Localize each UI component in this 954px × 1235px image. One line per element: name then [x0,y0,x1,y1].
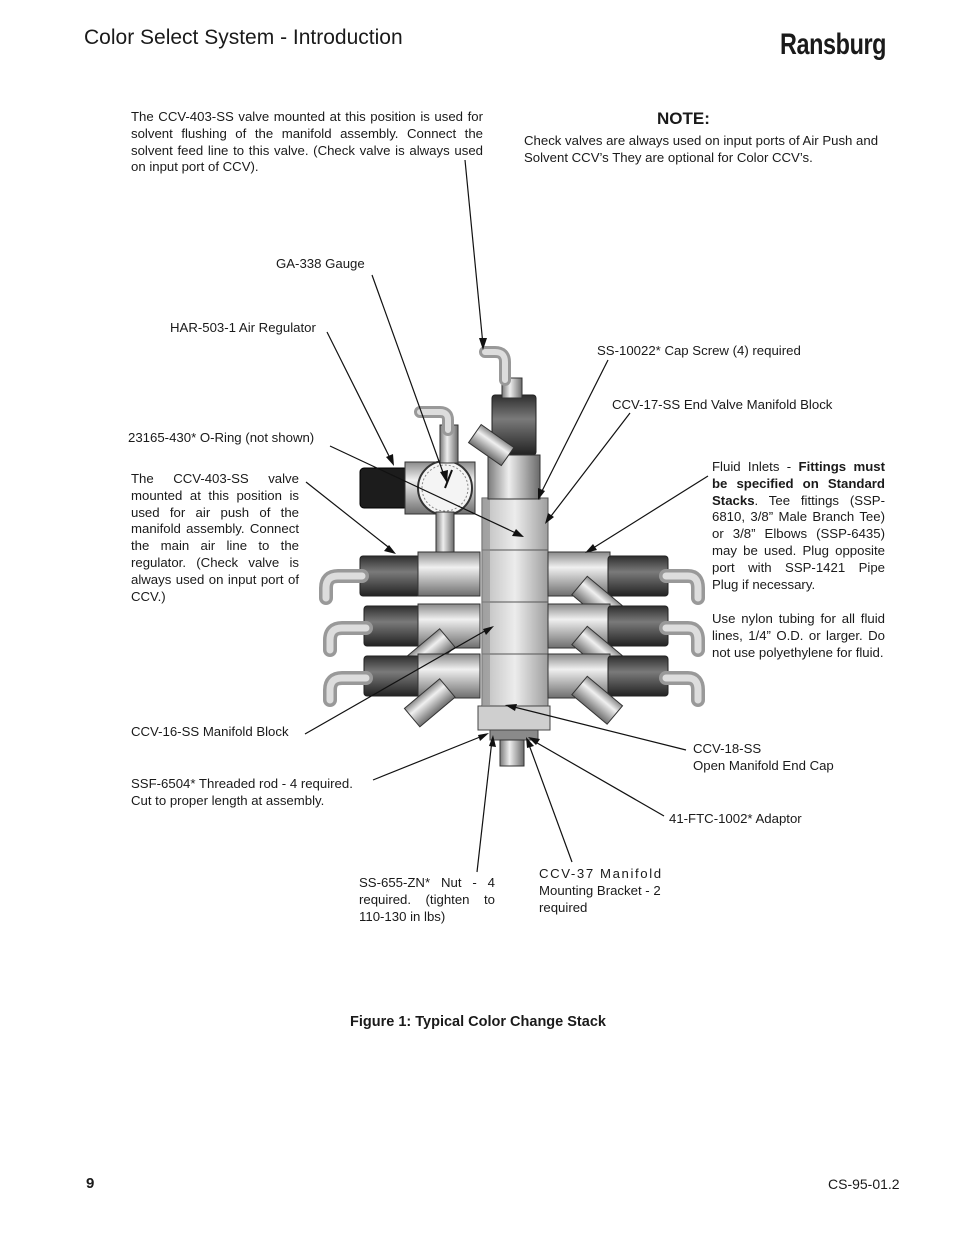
note-title: NOTE: [657,109,710,128]
threaded-rod-line1: SSF-6504* Threaded rod - 4 required. [131,776,353,791]
callout-manifold-block: CCV-16-SS Manifold Block [131,724,289,739]
document-number: CS-95-01.2 [828,1176,900,1192]
note-text: Check valves are always used on input po… [524,133,879,165]
fluid-inlets-rest: . Tee fittings (SSP-6810, 3/8” Male Bran… [712,492,885,592]
callout-regulator: HAR-503-1 Air Regulator [170,320,316,335]
bracket-line1: CCV-37 Manifold [539,866,663,881]
left-color-valves [319,551,481,728]
callout-o-ring: 23165-430* O-Ring (not shown) [128,430,315,445]
callout-nylon-tubing: Use nylon tubing for all fluid lines, 1/… [712,611,885,660]
callout-nut: SS-655-ZN* Nut - 4 required. (tighten to… [359,875,495,924]
leader-lines [304,159,709,873]
air-regulator [359,406,476,553]
callout-end-cap: CCV-18-SS Open Manifold End Cap [693,741,834,775]
callout-end-valve-block: CCV-17-SS End Valve Manifold Block [612,397,833,412]
callout-bracket: CCV-37 Manifold Mounting Bracket - 2 req… [539,866,675,916]
fluid-inlets-prefix: Fluid Inlets - [712,459,799,474]
callout-gauge: GA-338 Gauge [276,256,365,271]
manifold-stack [477,497,551,767]
solvent-valve [467,346,541,500]
callout-solvent-valve: The CCV-403-SS valve mounted at this pos… [131,109,483,175]
end-cap-line2: Open Manifold End Cap [693,757,834,773]
callout-threaded-rod: SSF-6504* Threaded rod - 4 required. Cut… [131,776,353,810]
threaded-rod-line2: Cut to proper length at assembly. [131,792,325,808]
right-color-valves [547,551,705,725]
callout-cap-screw: SS-10022* Cap Screw (4) required [597,343,801,358]
bracket-line2: Mounting Bracket - 2 required [539,882,661,915]
callout-fluid-inlets: Fluid Inlets - Fittings must be specifie… [712,459,885,593]
callout-air-valve: The CCV-403-SS valve mounted at this pos… [131,471,299,604]
callout-adaptor: 41-FTC-1002* Adaptor [669,811,802,826]
page-number: 9 [86,1175,95,1192]
fluid-inlets-bold: Fittings must be specified on Standard S… [712,459,885,508]
page-header-title: Color Select System - Introduction [84,26,403,49]
brand-logo: Ransburg [780,28,887,61]
end-cap-line1: CCV-18-SS [693,741,762,756]
figure-caption: Figure 1: Typical Color Change Stack [350,1014,606,1030]
